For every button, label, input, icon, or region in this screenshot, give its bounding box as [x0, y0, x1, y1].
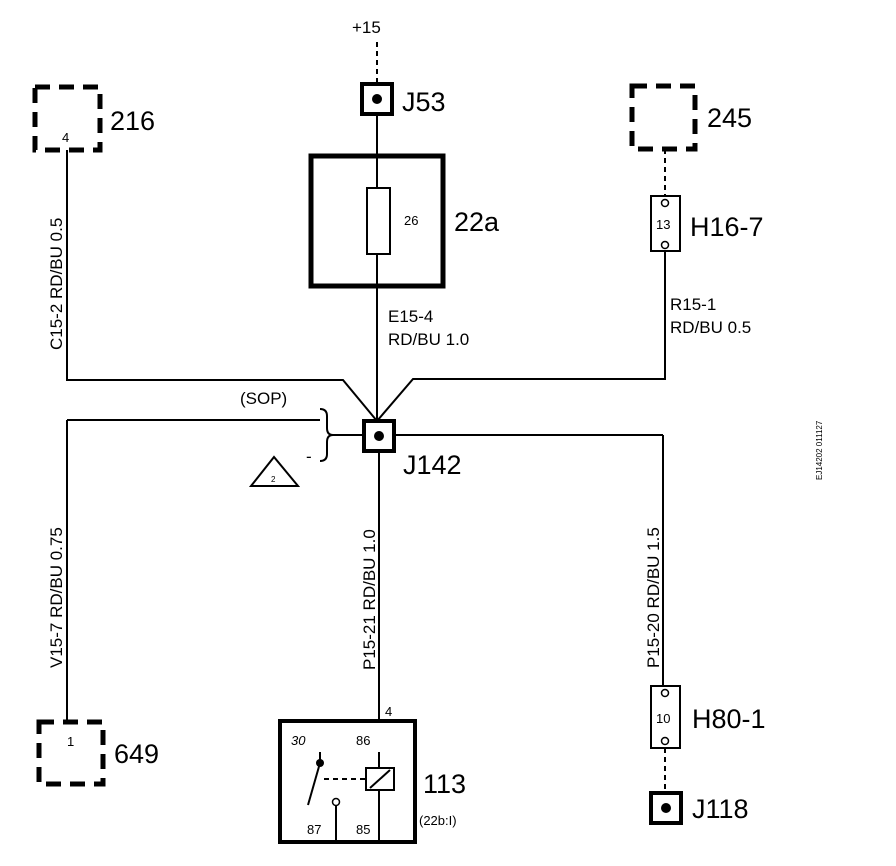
component-216-label: 216 — [110, 106, 155, 136]
connector-j118: J118 — [649, 791, 749, 825]
relay-switch-arm — [307, 762, 321, 806]
splice-j142-label: J142 — [403, 450, 462, 480]
fuse-box-22a: 26 22a — [308, 153, 500, 289]
wire-e15-4-label: E15-4 — [388, 307, 433, 326]
reference-code: EJ14202 011127 — [815, 420, 824, 480]
relay-label: 113 — [423, 769, 466, 799]
wire-c15-2 — [66, 150, 378, 422]
sop-bracket — [319, 408, 334, 462]
sop-label: (SOP) — [240, 389, 287, 408]
sop-dash: - — [306, 447, 312, 466]
connector-h80-1: 10 H80-1 — [650, 685, 766, 749]
relay-terminal-87: 87 — [307, 822, 321, 837]
note-triangle: 2 — [248, 455, 301, 487]
wire-p15-21-label: P15-21 RD/BU 1.0 — [360, 529, 379, 670]
connector-j53-label: J53 — [402, 87, 446, 117]
splice-j142: J142 — [362, 419, 462, 480]
note-triangle-number: 2 — [271, 475, 276, 484]
component-649-pin: 1 — [67, 734, 74, 749]
connector-h16-7: 13 H16-7 — [650, 195, 764, 252]
relay-terminal-86: 86 — [356, 733, 370, 748]
wire-r15-1-label: R15-1 — [670, 295, 716, 314]
wire-v15-7-label: V15-7 RD/BU 0.75 — [47, 527, 66, 668]
wire-e15-4-spec: RD/BU 1.0 — [388, 330, 469, 349]
component-216: 4 216 — [32, 84, 155, 153]
fuse-box-label: 22a — [454, 207, 500, 237]
supply-label: +15 — [352, 18, 381, 37]
connector-j53: J53 — [360, 82, 446, 117]
relay-terminal-30: 30 — [291, 733, 306, 748]
connector-h16-7-label: H16-7 — [690, 212, 764, 242]
connector-h16-7-pin: 13 — [656, 217, 670, 232]
wire-r15-1 — [376, 251, 666, 422]
wire-c15-2-label: C15-2 RD/BU 0.5 — [47, 218, 66, 350]
component-245-label: 245 — [707, 103, 752, 133]
relay-terminal-85: 85 — [356, 822, 370, 837]
relay-pin-top: 4 — [385, 704, 392, 719]
component-649-label: 649 — [114, 739, 159, 769]
connector-h80-1-pin: 10 — [656, 711, 670, 726]
component-649: 1 649 — [36, 719, 159, 787]
wire-p15-20-label: P15-20 RD/BU 1.5 — [644, 527, 663, 668]
fuse-number: 26 — [404, 213, 418, 228]
component-216-pin: 4 — [62, 130, 69, 145]
fuse-element — [366, 187, 391, 255]
relay-reference: (22b:I) — [419, 813, 457, 828]
component-245: 245 — [629, 83, 752, 152]
connector-j118-label: J118 — [692, 794, 749, 824]
wire-r15-1-spec: RD/BU 0.5 — [670, 318, 751, 337]
relay-113: 30 86 87 85 113 (22b:I) — [278, 719, 466, 844]
connector-h80-1-label: H80-1 — [692, 704, 766, 734]
